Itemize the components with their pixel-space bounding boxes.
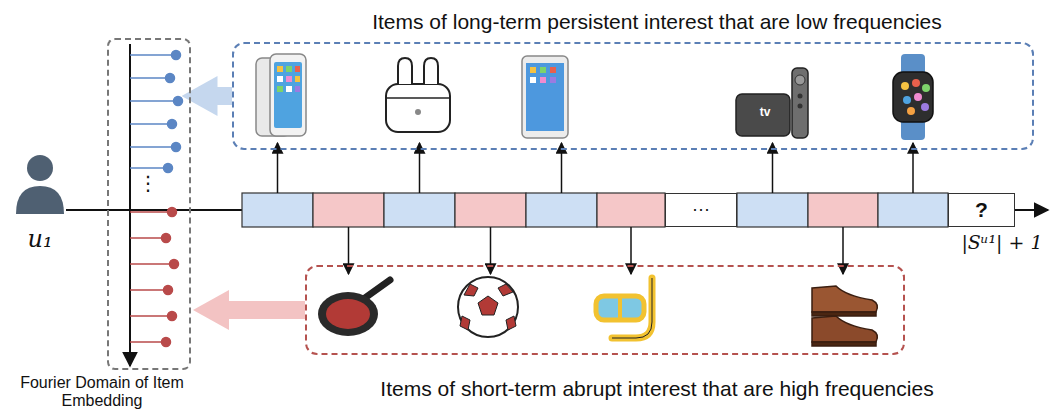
fourier-spectrum — [130, 44, 183, 366]
interest-group-box: Items of long-term persistent interest t… — [232, 42, 1034, 150]
item-arrows — [278, 143, 914, 274]
watch-icon — [893, 54, 933, 140]
position-label: |Sᵘ¹| + 1 — [950, 232, 1054, 253]
cell-text: ? — [975, 197, 988, 222]
sequence-cell: ··· — [665, 193, 737, 227]
flow-arrow — [212, 87, 233, 105]
earbuds-icon — [386, 58, 450, 132]
pan-icon — [318, 280, 390, 336]
cell-text: ··· — [692, 199, 710, 221]
interest-group-box: Items of short-term abrupt interest that… — [305, 265, 905, 355]
user-icon — [16, 155, 64, 214]
ball-icon — [458, 277, 518, 337]
flow-arrow — [223, 301, 305, 319]
tablet-icon — [522, 56, 568, 138]
ellipsis-mark: ⋮ — [136, 172, 160, 194]
snorkel-icon — [596, 278, 652, 338]
group-caption: Fourier Domain of Item Embedding — [12, 374, 192, 409]
user-label: u₁ — [14, 226, 66, 252]
group-caption: Items of short-term abrupt interest that… — [272, 376, 1042, 401]
logo-text: tv — [746, 106, 784, 119]
shoes-icon — [812, 286, 877, 346]
group-caption: Items of long-term persistent interest t… — [272, 9, 1042, 34]
fourier-domain-box: Fourier Domain of Item Embedding — [107, 38, 191, 370]
phone-icon — [256, 54, 306, 136]
next-item-cell: ? — [948, 193, 1015, 227]
tv-box-icon — [736, 68, 808, 138]
sequence-cells — [242, 193, 948, 227]
